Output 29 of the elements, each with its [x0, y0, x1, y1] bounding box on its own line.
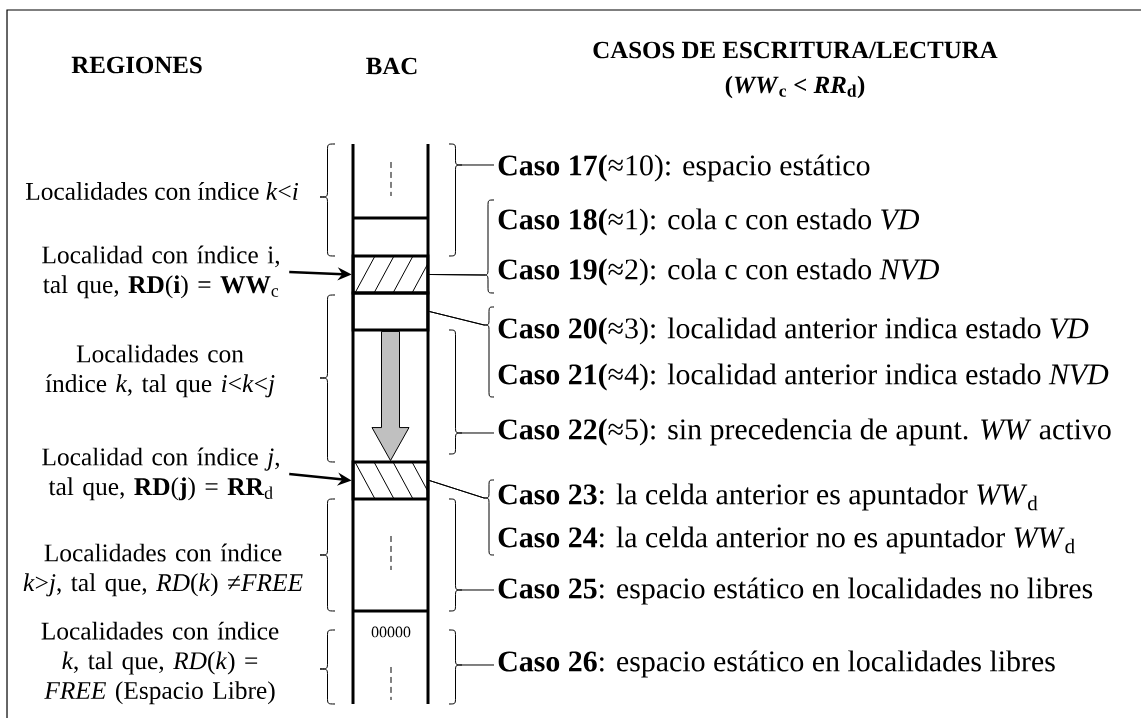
region-label: Localidad con índice i, tal que, RD(i) = WW$_{c}$	[42, 245, 279, 299]
case-text: Caso 24: la celda anterior no es apuntador WW$_{d}$	[498, 526, 1075, 554]
region-label: Localidades con índice k, tal que i<k<j	[45, 344, 275, 398]
case-text: Caso 20(≈3): localidad anterior indica estado VD	[498, 317, 1089, 345]
case-text: Caso 25: espacio estático en localidades no libres	[498, 577, 1093, 605]
region-label: Localidad con índice j, tal que, RD(j) = RR$_{d}$	[42, 447, 279, 501]
case-text: Caso 23: la celda anterior es apuntador WW$_{d}$	[498, 483, 1038, 511]
block-arrow	[371, 330, 410, 462]
column-heading: REGIONES	[71, 56, 202, 74]
memory-cell	[351, 291, 430, 332]
column-heading: CASOS DE ESCRITURA/LECTURA	[593, 41, 998, 59]
region-label: Localidades con índice k<i	[25, 182, 299, 200]
case-text: Caso 17(≈10): espacio estático	[498, 154, 870, 182]
region-label: Localidades con índice k>j, tal que, RD(k) ≠FREE	[23, 543, 303, 597]
case-text: Caso 18(≈1): cola c con estado VD	[498, 208, 920, 236]
cell-value: 00000	[371, 626, 411, 638]
leader-line	[428, 311, 495, 398]
case-text: Caso 21(≈4): localidad anterior indica estado NVD	[498, 363, 1109, 391]
case-text: Caso 19(≈2): cola c con estado NVD	[498, 258, 939, 286]
hatched-cell	[351, 254, 430, 295]
column-heading: BAC	[366, 57, 417, 75]
region-label: Localidades con índice k, tal que, RD(k) = FREE (Espacio Libre)	[41, 621, 279, 705]
leader-line	[428, 274, 495, 294]
case-text: Caso 26: espacio estático en localidades libres	[498, 650, 1055, 678]
memory-column	[351, 144, 430, 704]
leader-line	[428, 480, 495, 556]
column-heading: (WW$_{c}$ < RR$_{d}$)	[725, 75, 865, 99]
hatched-cell	[351, 460, 430, 501]
case-text: Caso 22(≈5): sin precedencia de apunt. WW activo	[498, 418, 1111, 446]
